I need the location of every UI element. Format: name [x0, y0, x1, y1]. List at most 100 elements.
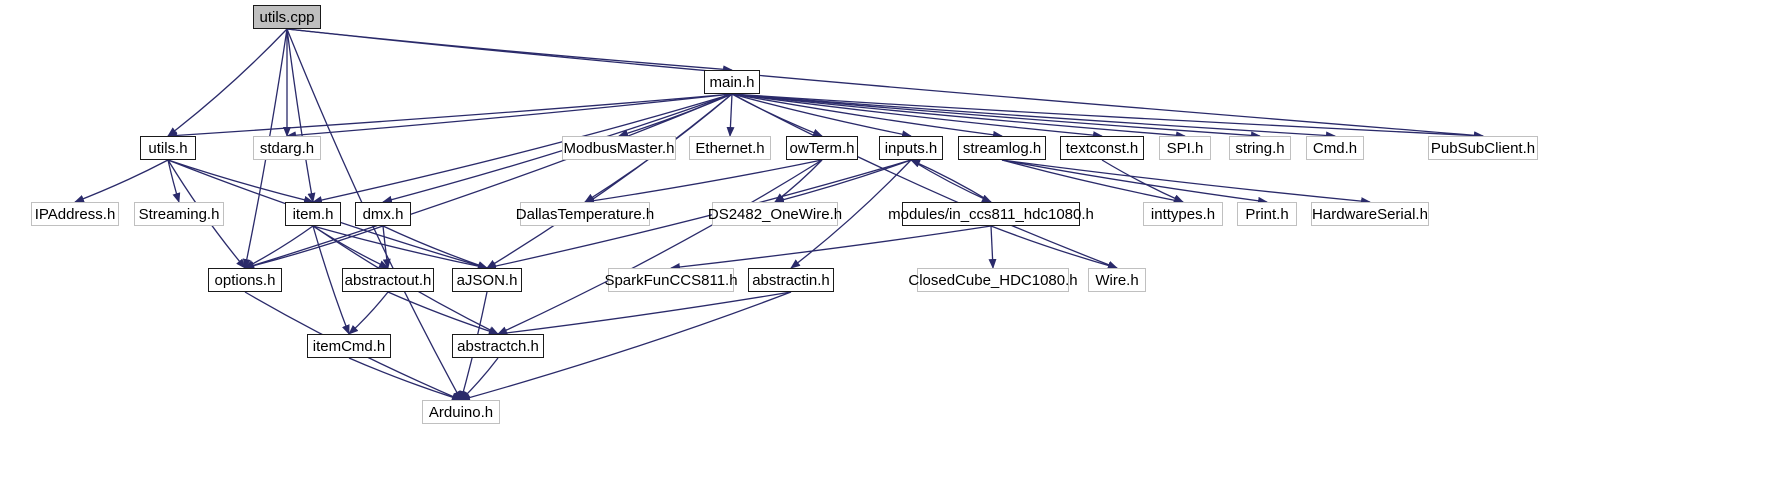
graph-edge	[244, 225, 314, 269]
graph-edge	[670, 225, 992, 271]
graph-node-options-h[interactable]: options.h	[208, 268, 282, 292]
graph-node-label: DS2482_OneWire.h	[707, 205, 843, 223]
graph-node-label: inttypes.h	[1150, 205, 1216, 223]
graph-edge	[312, 225, 350, 335]
graph-node-ipaddress-h[interactable]: IPAddress.h	[31, 202, 119, 226]
graph-edge	[1001, 159, 1371, 206]
graph-edge	[584, 159, 823, 205]
graph-edge	[497, 159, 823, 335]
graph-node-itemcmd-h[interactable]: itemCmd.h	[307, 334, 391, 358]
graph-edge	[1001, 159, 1184, 205]
graph-node-hardwareserial-h[interactable]: HardwareSerial.h	[1311, 202, 1429, 226]
graph-edge	[382, 225, 391, 269]
graph-node-dallastemperature-h[interactable]: DallasTemperature.h	[516, 202, 654, 226]
graph-edge	[382, 225, 488, 269]
graph-node-label: PubSubClient.h	[1430, 139, 1536, 157]
graph-node-item-h[interactable]: item.h	[285, 202, 341, 226]
graph-edge	[348, 291, 389, 335]
graph-edge	[486, 159, 912, 270]
graph-edge	[1101, 159, 1184, 203]
graph-edge	[1001, 159, 1268, 205]
graph-node-utils-h[interactable]: utils.h	[140, 136, 196, 160]
graph-node-spi-h[interactable]: SPI.h	[1159, 136, 1211, 160]
graph-node-label: Streaming.h	[138, 205, 220, 223]
graph-node-label: dmx.h	[362, 205, 404, 223]
graph-node-arduino-h[interactable]: Arduino.h	[422, 400, 500, 424]
graph-node-pubsubclient-h[interactable]: PubSubClient.h	[1428, 136, 1538, 160]
graph-node-label: utils.h	[148, 139, 188, 157]
graph-edge	[731, 93, 912, 139]
graph-node-label: DallasTemperature.h	[515, 205, 655, 223]
graph-node-label: Cmd.h	[1312, 139, 1358, 157]
graph-node-cmd-h[interactable]: Cmd.h	[1306, 136, 1364, 160]
graph-node-main-h[interactable]: main.h	[704, 70, 760, 94]
graph-node-abstractch-h[interactable]: abstractch.h	[452, 334, 544, 358]
graph-edge	[167, 93, 733, 140]
graph-node-label: abstractin.h	[752, 271, 830, 289]
graph-node-ethernet-h[interactable]: Ethernet.h	[689, 136, 771, 160]
graph-edge	[731, 93, 1118, 269]
graph-edge	[460, 291, 792, 402]
graph-node-inttypes-h[interactable]: inttypes.h	[1143, 202, 1223, 226]
graph-node-string-h[interactable]: string.h	[1229, 136, 1291, 160]
graph-node-textconst-h[interactable]: textconst.h	[1060, 136, 1144, 160]
graph-node-utils-cpp[interactable]: utils.cpp	[253, 5, 321, 29]
graph-edge	[286, 28, 1484, 140]
graph-node-label: SparkFunCCS811.h	[604, 271, 738, 289]
graph-edge	[990, 225, 1118, 270]
graph-node-label: aJSON.h	[456, 271, 518, 289]
graph-node-inputs-h[interactable]: inputs.h	[879, 136, 943, 160]
graph-node-label: inputs.h	[884, 139, 938, 157]
graph-node-abstractin-h[interactable]: abstractin.h	[748, 268, 834, 292]
graph-node-dmx-h[interactable]: dmx.h	[355, 202, 411, 226]
graph-edge	[312, 225, 488, 271]
graph-node-ajson-h[interactable]: aJSON.h	[452, 268, 522, 292]
graph-node-abstractout-h[interactable]: abstractout.h	[342, 268, 434, 292]
graph-node-sparkfunccs811-h[interactable]: SparkFunCCS811.h	[604, 268, 738, 292]
graph-node-ds2482-onewire-h[interactable]: DS2482_OneWire.h	[708, 202, 842, 226]
graph-edge	[988, 225, 997, 269]
graph-node-print-h[interactable]: Print.h	[1237, 202, 1297, 226]
graph-edge	[910, 159, 992, 203]
graph-node-label: stdarg.h	[259, 139, 315, 157]
graph-node-stdarg-h[interactable]: stdarg.h	[253, 136, 321, 160]
graph-node-label: abstractch.h	[457, 337, 539, 355]
graph-node-label: itemCmd.h	[312, 337, 386, 355]
graph-node-label: streamlog.h	[962, 139, 1042, 157]
graph-edge	[286, 93, 733, 140]
graph-edge	[790, 159, 912, 269]
graph-node-closedcube-hdc1080-h[interactable]: ClosedCube_HDC1080.h	[908, 268, 1078, 292]
graph-edge	[731, 93, 1103, 140]
graph-node-label: options.h	[214, 271, 276, 289]
graph-edge	[312, 93, 733, 204]
graph-edge	[387, 291, 499, 336]
graph-node-label: Wire.h	[1095, 271, 1139, 289]
graph-edge	[286, 28, 462, 401]
graph-edge	[910, 159, 992, 203]
graph-edge	[286, 28, 316, 203]
graph-node-label: string.h	[1235, 139, 1285, 157]
graph-node-streamlog-h[interactable]: streamlog.h	[958, 136, 1046, 160]
graph-edge	[244, 225, 384, 270]
graph-edge	[774, 159, 912, 204]
graph-edge	[286, 28, 733, 74]
graph-node-label: textconst.h	[1065, 139, 1139, 157]
graph-node-wire-h[interactable]: Wire.h	[1088, 268, 1146, 292]
graph-node-streaming-h[interactable]: Streaming.h	[134, 202, 224, 226]
graph-node-label: Print.h	[1245, 205, 1289, 223]
graph-node-label: ClosedCube_HDC1080.h	[908, 271, 1078, 289]
graph-node-label: owTerm.h	[789, 139, 855, 157]
graph-node-label: Ethernet.h	[695, 139, 765, 157]
graph-edge	[348, 357, 462, 402]
graph-edge	[167, 159, 181, 203]
graph-node-label: ModbusMaster.h	[563, 139, 675, 157]
graph-node-modbusmaster-h[interactable]: ModbusMaster.h	[562, 136, 676, 160]
graph-node-modules-in-ccs811-hdc1080-h[interactable]: modules/in_ccs811_hdc1080.h	[888, 202, 1094, 226]
graph-edge	[486, 93, 733, 269]
graph-node-owterm-h[interactable]: owTerm.h	[786, 136, 858, 160]
graph-edge	[726, 93, 735, 137]
graph-node-label: SPI.h	[1166, 139, 1204, 157]
graph-edge	[497, 291, 792, 337]
